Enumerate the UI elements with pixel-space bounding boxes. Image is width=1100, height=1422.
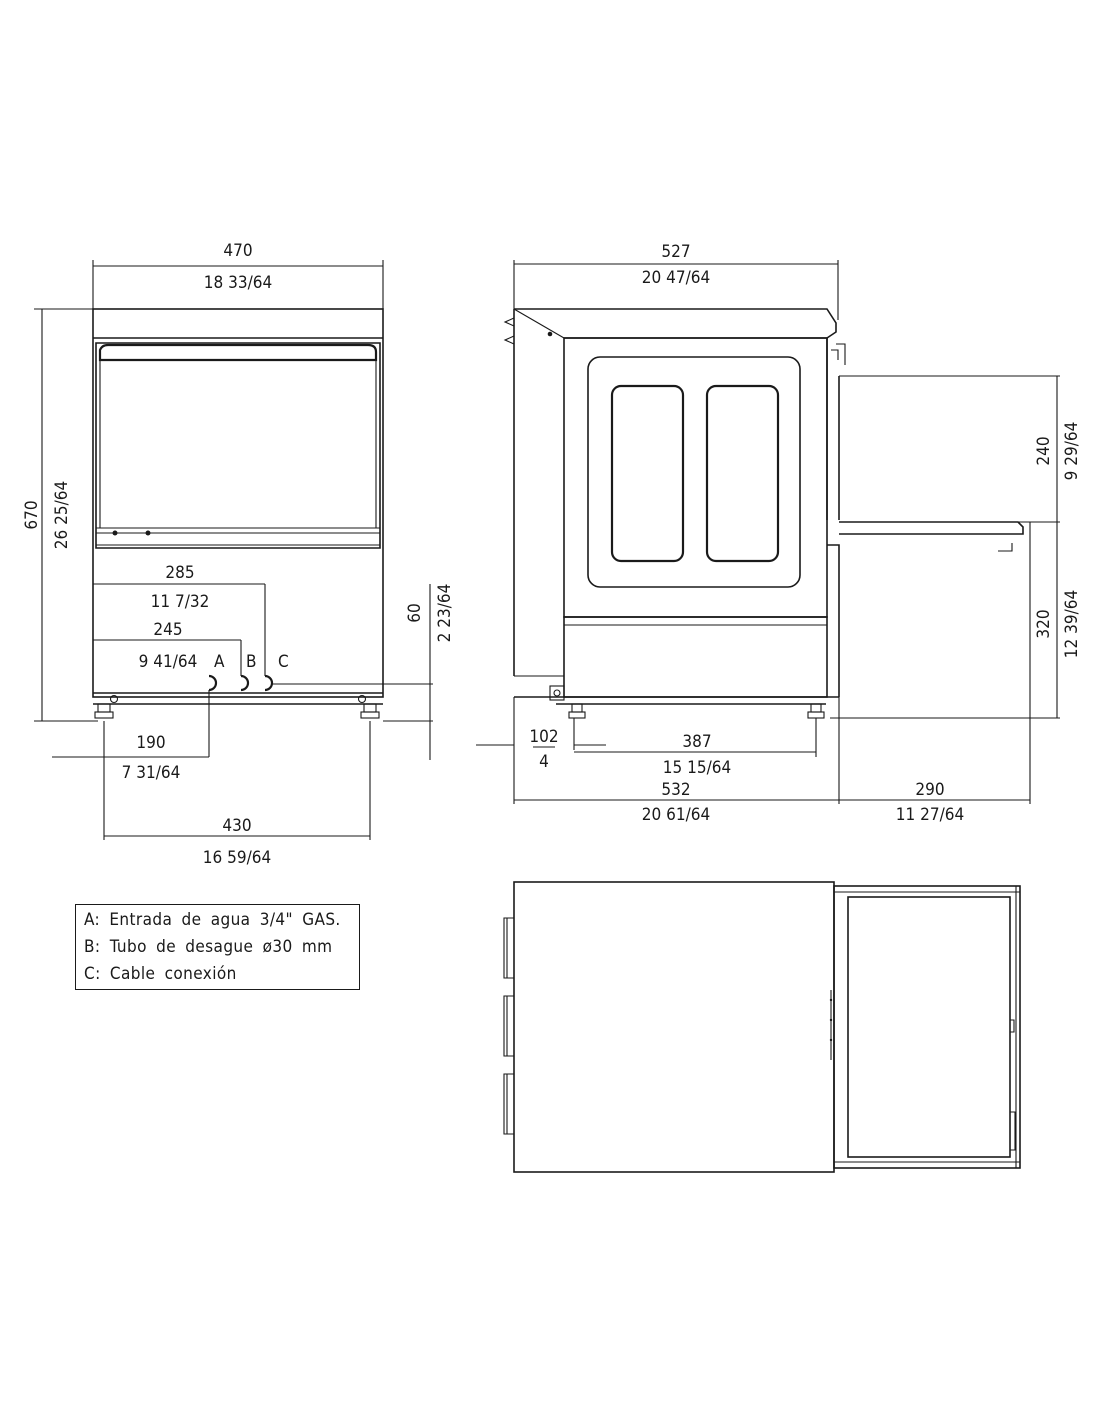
dim-532-in: 20 61/64: [642, 805, 710, 825]
dim-245-mm: 245: [153, 620, 182, 640]
dim-depth-in: 20 47/64: [642, 268, 710, 288]
dim-430-mm: 430: [222, 816, 251, 836]
side-drawer-front: [827, 544, 840, 697]
dim-290-in: 11 27/64: [896, 805, 964, 825]
dim-102-mm: 102: [529, 727, 558, 747]
dim-102-in: 4: [539, 752, 549, 772]
dim-240-in: 9 29/64: [1062, 422, 1082, 481]
dim-width-mm: 470: [223, 241, 252, 261]
top-view: [503, 881, 1021, 1173]
dim-290-mm: 290: [915, 780, 944, 800]
connection-c-label: C: [278, 652, 289, 672]
dim-height-in: 26 25/64: [52, 481, 72, 549]
connection-c-symbol: [264, 674, 274, 692]
dim-430-in: 16 59/64: [203, 848, 271, 868]
front-view: A B C 470 18 33/64 670 26 25/64 285 11 7…: [22, 241, 455, 868]
legend-line-a: A: Entrada de agua 3/4" GAS.: [84, 910, 341, 930]
connection-a-symbol: [208, 674, 218, 692]
dim-60-in: 2 23/64: [435, 584, 455, 643]
side-top: [514, 308, 837, 339]
front-door: [95, 342, 381, 549]
top-drawer: [833, 885, 1021, 1169]
dim-height-mm: 670: [22, 500, 42, 529]
side-view: 527 20 47/64 240 9 29/64 320 12 39/64 10…: [476, 242, 1082, 825]
dim-320-mm: 320: [1034, 609, 1054, 638]
dim-depth-mm: 527: [661, 242, 690, 262]
connection-a-label: A: [214, 652, 225, 672]
side-door-frame: [587, 356, 801, 588]
dim-387-in: 15 15/64: [663, 758, 731, 778]
dim-320-in: 12 39/64: [1062, 590, 1082, 658]
dim-60-mm: 60: [405, 603, 425, 622]
front-body: [92, 308, 384, 698]
dim-190-in: 7 31/64: [122, 763, 181, 783]
side-window-left: [610, 384, 685, 563]
connections-legend: A: Entrada de agua 3/4" GAS. B: Tubo de …: [75, 904, 360, 990]
legend-line-c: C: Cable conexión: [84, 964, 237, 984]
dim-width-in: 18 33/64: [204, 273, 272, 293]
dim-190-mm: 190: [136, 733, 165, 753]
side-window-right: [705, 384, 780, 563]
dim-532-mm: 532: [661, 780, 690, 800]
dim-387-mm: 387: [682, 732, 711, 752]
legend-line-b: B: Tubo de desague ø30 mm: [84, 937, 333, 957]
connection-b-label: B: [246, 652, 257, 672]
dim-240-mm: 240: [1034, 436, 1054, 465]
top-body: [513, 881, 835, 1173]
side-body: [563, 337, 828, 618]
dim-285-mm: 285: [165, 563, 194, 583]
dim-285-in: 11 7/32: [151, 592, 210, 612]
dim-245-in: 9 41/64: [139, 652, 198, 672]
side-rack: [839, 521, 1024, 535]
connection-b-symbol: [240, 674, 250, 692]
